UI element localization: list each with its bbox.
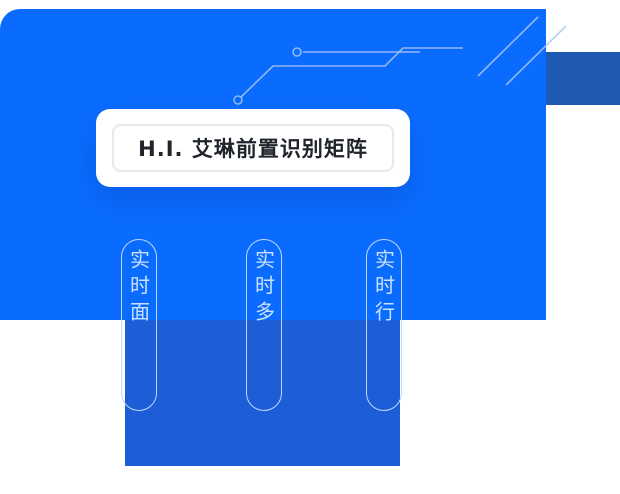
capsule-label: 实时面	[126, 249, 151, 327]
capsule-realtime-1: 实时面	[121, 239, 157, 411]
title-card: H.I. 艾琳前置识别矩阵	[96, 109, 410, 187]
page-title: H.I. 艾琳前置识别矩阵	[112, 124, 394, 172]
corner-accent-square	[544, 52, 620, 105]
capsule-realtime-3: 实时行	[366, 239, 402, 411]
capsule-realtime-2: 实时多	[246, 239, 282, 411]
capsule-label: 实时行	[371, 249, 396, 327]
capsule-label: 实时多	[251, 249, 276, 327]
